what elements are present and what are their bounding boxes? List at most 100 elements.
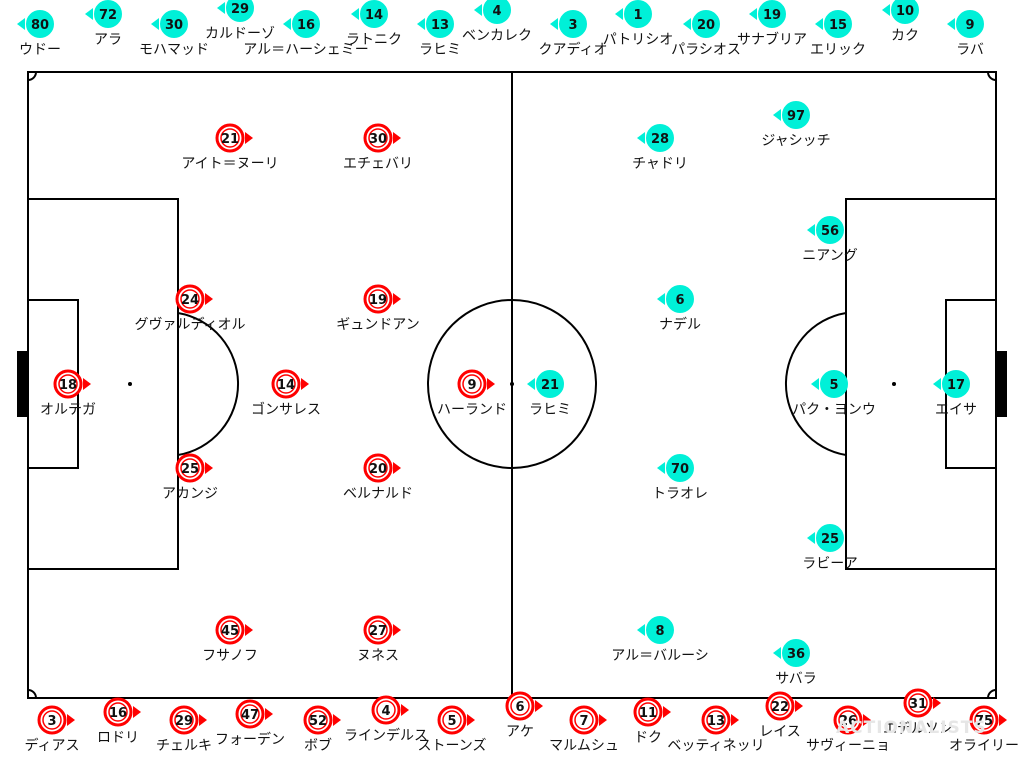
home-bench-player-8[interactable]: 6アケ: [505, 691, 543, 740]
player-number: 20: [697, 18, 715, 33]
player-name: ゴンサレス: [251, 401, 321, 418]
away-bench-player-15[interactable]: 9ラバ: [947, 10, 984, 58]
player-number: 3: [47, 714, 56, 729]
player-name: トラオレ: [652, 486, 708, 502]
player-number: 30: [165, 18, 183, 33]
player-name: ベッティネッリ: [667, 738, 764, 754]
player-number: 15: [829, 18, 847, 33]
home-player-marker: [363, 123, 401, 153]
home-player-marker: [569, 705, 607, 735]
away-player-marker: [217, 0, 254, 22]
home-player-marker: [363, 284, 401, 314]
right-penalty-area: [845, 198, 997, 570]
player-name: ウドー: [19, 42, 61, 58]
away-player-marker: [17, 10, 54, 38]
away-player-marker: [807, 524, 844, 552]
away-starter-player-8[interactable]: 5パク・ヨンウ: [792, 370, 876, 418]
away-player-marker: [657, 454, 694, 482]
player-number: 45: [221, 624, 239, 639]
away-player-marker: [474, 0, 511, 24]
player-number: 31: [909, 697, 927, 712]
player-name: ボブ: [304, 737, 332, 754]
away-player-marker: [749, 0, 786, 28]
away-starter-player-5[interactable]: 8アル＝バルーシ: [611, 616, 709, 664]
away-player-marker: [773, 639, 810, 667]
player-number: 29: [231, 2, 249, 17]
player-number: 9: [965, 18, 974, 33]
away-player-marker: [615, 0, 652, 28]
player-number: 8: [655, 624, 664, 639]
player-number: 21: [541, 378, 559, 393]
player-number: 56: [821, 224, 839, 239]
away-player-marker: [550, 10, 587, 38]
player-name: オライリー: [949, 738, 1019, 754]
football-pitch: [17, 71, 1007, 699]
home-player-marker: [903, 688, 941, 718]
player-number: 18: [59, 378, 77, 393]
player-name: ラヒミ: [419, 42, 461, 58]
player-number: 17: [947, 378, 965, 393]
left-goal: [17, 351, 28, 417]
player-number: 75: [975, 714, 993, 729]
player-number: 5: [829, 378, 838, 393]
away-bench-player-5[interactable]: 16 アル＝ハーシェミー: [243, 10, 369, 58]
player-number: 16: [297, 18, 315, 33]
center-spot: [510, 382, 514, 386]
home-bench-player-15[interactable]: 75 オライリー: [949, 705, 1019, 754]
home-player-marker: [175, 284, 213, 314]
player-name: ドク: [634, 730, 662, 746]
player-number: 3: [568, 18, 577, 33]
player-number: 19: [763, 8, 781, 23]
player-name: アル＝ハーシェミー: [243, 42, 369, 58]
left-penalty-spot: [128, 382, 132, 386]
player-number: 22: [771, 700, 789, 715]
